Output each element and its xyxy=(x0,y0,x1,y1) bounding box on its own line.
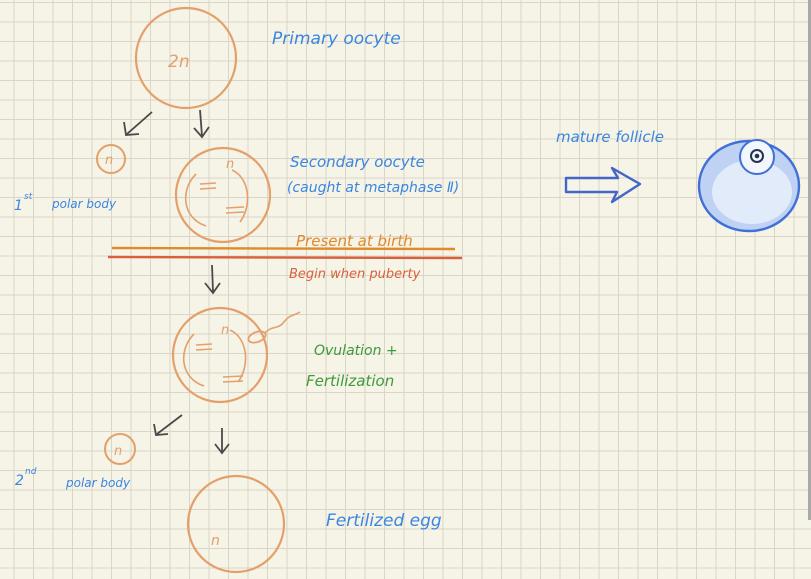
secondary-oocyte-note: (caught at metaphase Ⅱ) xyxy=(287,180,459,196)
secondary-chromosomes-a xyxy=(199,182,217,190)
mature-follicle-label: mature follicle xyxy=(556,128,664,146)
second-polar-label: polar body xyxy=(65,476,131,490)
arrow-to-secondary xyxy=(199,109,203,137)
page-edge-scrollbar[interactable] xyxy=(808,0,811,520)
ovulated-oocyte-ploidy: n xyxy=(221,323,229,338)
arrow-to-fertilized-head xyxy=(214,443,230,455)
second-polar-body-cell xyxy=(104,433,136,465)
mature-follicle-nucleus xyxy=(750,149,764,163)
primary-oocyte-ploidy: 2n xyxy=(168,52,190,72)
arrow-to-second-polar xyxy=(156,414,183,435)
first-polar-body-ploidy: n xyxy=(105,153,113,168)
big-arrow xyxy=(564,166,642,204)
arrow-to-second-polar-head xyxy=(153,423,169,436)
arrow-to-secondary-head xyxy=(193,126,210,139)
arrow-to-ovulated-head xyxy=(204,282,221,295)
secondary-chromosomes-b xyxy=(225,206,245,214)
first-polar-superscript: st xyxy=(24,192,33,202)
arrow-to-ovulated xyxy=(211,264,214,293)
secondary-oocyte-ploidy: n xyxy=(226,157,234,172)
sperm-head xyxy=(247,330,267,344)
second-polar-superscript: nd xyxy=(25,467,37,477)
fertilized-egg-cell xyxy=(186,474,286,574)
fertilization-label: Fertilization xyxy=(306,372,394,390)
first-polar-body-cell xyxy=(96,144,126,174)
first-polar-number: 1 xyxy=(14,198,23,214)
mature-follicle-nucleolus xyxy=(754,153,760,159)
divider-line-red xyxy=(107,255,463,260)
ovulated-chromosomes-a xyxy=(195,343,213,351)
primary-oocyte-label: Primary oocyte xyxy=(272,29,401,49)
first-polar-label: polar body xyxy=(51,197,117,211)
secondary-oocyte-label: Secondary oocyte xyxy=(290,153,425,171)
ovulation-label: Ovulation + xyxy=(314,343,398,359)
ovulated-chromosomes-b xyxy=(222,375,244,383)
second-polar-body-ploidy: n xyxy=(114,444,122,459)
fertilized-egg-ploidy: n xyxy=(211,533,220,549)
sperm-tail xyxy=(264,311,301,334)
secondary-oocyte-inner xyxy=(184,169,249,227)
fertilized-egg-label: Fertilized egg xyxy=(326,511,442,531)
arrow-to-first-polar-head xyxy=(123,121,140,136)
primary-oocyte-cell xyxy=(134,6,238,110)
present-at-birth-label: Present at birth xyxy=(296,232,413,250)
mature-follicle-antrum xyxy=(712,160,792,224)
ovulated-oocyte-cell xyxy=(171,306,269,404)
ovulated-oocyte-inner xyxy=(182,329,247,387)
begin-puberty-label: Begin when puberty xyxy=(289,267,421,282)
second-polar-number: 2 xyxy=(15,473,24,489)
arrow-to-first-polar xyxy=(126,111,153,135)
secondary-oocyte-cell xyxy=(174,146,272,244)
